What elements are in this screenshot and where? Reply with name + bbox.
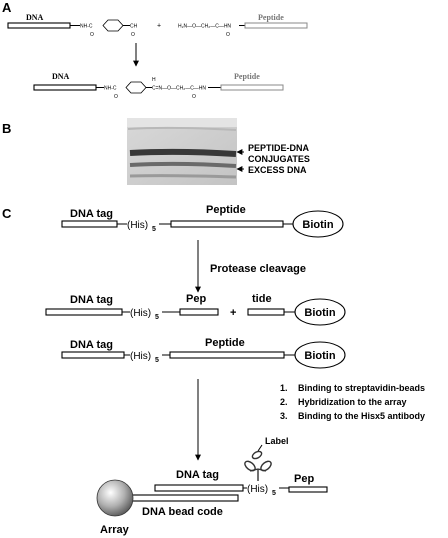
dna-label: DNA <box>26 13 44 22</box>
reactant2-chain: H₂N—O—CH₂—C—HN <box>178 24 231 30</box>
reactant1-o2: O <box>131 32 135 38</box>
conjugates-label-line2: CONJUGATES <box>248 154 310 164</box>
tide-label: tide <box>252 293 272 305</box>
excess-dna-label: EXCESS DNA <box>248 165 307 175</box>
panel-c-letter: C <box>2 206 12 221</box>
peptide-box-3 <box>169 351 285 359</box>
step-3-text: Binding to the Hisx5 antibody <box>298 411 425 421</box>
peptide-label-a: Peptide <box>258 13 284 22</box>
benzene-ring-product <box>125 81 147 94</box>
peptide-label-3: Peptide <box>205 337 245 349</box>
reactant1-ch: CH <box>130 24 138 30</box>
pep-label-2: Pep <box>186 293 206 305</box>
reactant1-o1: O <box>90 32 94 38</box>
his-sub-3: 5 <box>155 357 159 364</box>
panel-b-letter: B <box>2 121 11 136</box>
dna-tag-box-4 <box>154 484 244 492</box>
peptide-box-1 <box>170 220 284 228</box>
label-text: Label <box>265 436 289 446</box>
antibody-label-icon <box>244 450 272 481</box>
dna-strand-product <box>33 84 97 91</box>
product-h: H <box>152 77 156 83</box>
construct-full: DNA tag (His) 5 Peptide Biotin <box>61 204 344 238</box>
product-c-n-chain: C=N—O—CH₂—C—HN <box>152 86 206 92</box>
his-sub-2: 5 <box>155 314 159 321</box>
construct-cleaved: DNA tag (His) 5 Pep + tide Biotin <box>45 293 346 326</box>
dna-tag-box-3 <box>61 351 125 359</box>
step-3-num: 3. <box>280 411 288 421</box>
dna-tag-label-4: DNA tag <box>176 469 219 481</box>
peptide-label-1: Peptide <box>206 204 246 216</box>
panel-a-product: DNA NH-C O H C=N—O—CH₂—C—HN O Peptide <box>33 72 284 100</box>
plus-sign-c: + <box>230 307 236 319</box>
dna-label-product: DNA <box>52 72 70 81</box>
benzene-ring <box>102 19 124 32</box>
biotin-ellipse-3 <box>294 341 346 369</box>
plus-sign-a: + <box>157 23 161 30</box>
gel-image <box>127 118 237 185</box>
peptide-strand-product <box>220 84 284 91</box>
his-sub-1: 5 <box>152 226 156 233</box>
product-o2: O <box>192 94 196 100</box>
his-sub-4: 5 <box>272 490 276 497</box>
dna-tag-box-2 <box>45 308 123 316</box>
his-tag-4: (His) <box>247 484 268 495</box>
step-1-num: 1. <box>280 383 288 393</box>
protease-label: Protease cleavage <box>210 263 306 275</box>
product-o1: O <box>114 94 118 100</box>
step-2-text: Hybridization to the array <box>298 397 407 407</box>
biotin-label-2: Biotin <box>304 307 335 319</box>
dna-tag-box-1 <box>61 220 118 228</box>
dna-tag-label-3: DNA tag <box>70 339 113 351</box>
product-nh-c: NH-C <box>104 86 117 92</box>
array-bead <box>96 479 134 517</box>
array-label: Array <box>100 524 130 536</box>
biotin-label-3: Biotin <box>304 350 335 362</box>
pep-label-4: Pep <box>294 473 314 485</box>
dna-tag-label-1: DNA tag <box>70 208 113 220</box>
dna-bead-code-box <box>129 494 239 502</box>
pep-box-4 <box>288 486 328 493</box>
biotin-ellipse-2 <box>294 298 346 326</box>
panel-a-letter: A <box>2 0 12 15</box>
his-tag-2: (His) <box>130 308 151 319</box>
step-2-num: 2. <box>280 397 288 407</box>
array-assembly: Label DNA tag (His) 5 Pep DNA bead code … <box>96 436 328 536</box>
dna-bead-code-label: DNA bead code <box>142 506 223 518</box>
reactant1-nh-c: NH-C <box>80 24 93 30</box>
construct-uncleaved: DNA tag (His) 5 Peptide Biotin <box>61 337 346 369</box>
biotin-label-1: Biotin <box>302 219 333 231</box>
pep-box-2 <box>179 308 219 316</box>
his-tag-1: (His) <box>127 220 148 231</box>
peptide-label-product: Peptide <box>234 72 260 81</box>
conjugates-label-line1: PEPTIDE-DNA <box>248 143 310 153</box>
dna-tag-label-2: DNA tag <box>70 294 113 306</box>
dna-strand <box>7 22 71 29</box>
reactant2-o: O <box>226 32 230 38</box>
peptide-strand <box>244 22 308 29</box>
steps-list: 1. Binding to streptavidin-beads 2. Hybr… <box>280 383 425 421</box>
biotin-ellipse-1 <box>292 210 344 238</box>
step-1-text: Binding to streptavidin-beads <box>298 383 425 393</box>
his-tag-3: (His) <box>130 351 151 362</box>
tide-box <box>247 308 285 316</box>
panel-a-reactants: DNA NH-C O CH O + H₂N—O—CH₂—C—HN O Pepti… <box>7 13 308 38</box>
